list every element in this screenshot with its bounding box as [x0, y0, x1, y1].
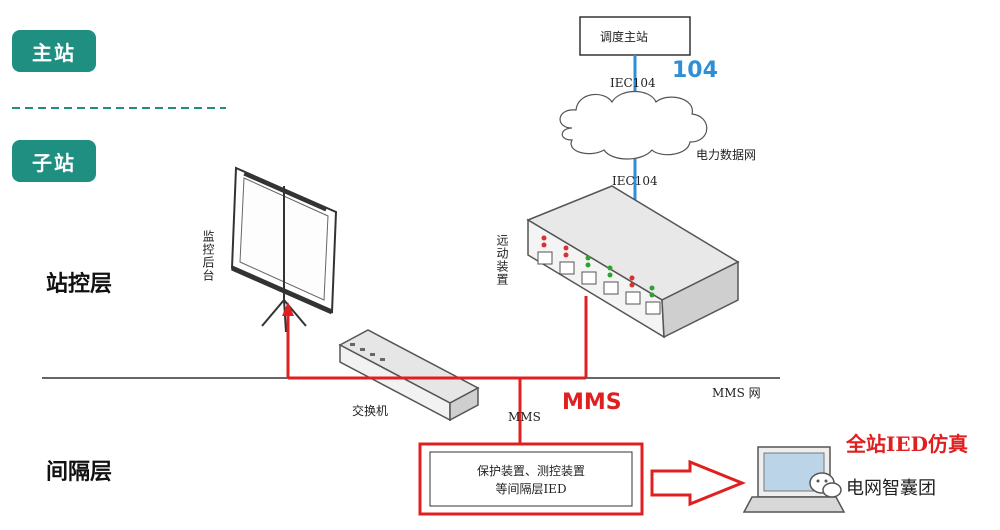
cloud-icon: [559, 90, 708, 160]
telecontrol-device: [526, 185, 740, 339]
full-station-sim-label: 全站IED仿真: [846, 432, 968, 456]
master-station-badge: 主站: [12, 30, 96, 72]
dispatch-master-label: 调度主站: [600, 30, 649, 44]
switch-device: [338, 329, 480, 422]
bay-box-line1: 保护装置、测控装置: [476, 464, 585, 478]
iec104-bottom-label: IEC104: [612, 174, 658, 188]
watermark-label: 电网智囊团: [846, 478, 936, 499]
red-connections: [286, 296, 588, 444]
monitor-screen: [230, 166, 338, 333]
monitor-backend-label: 监控后台: [201, 230, 215, 282]
up-arrow-icon: [282, 302, 294, 316]
bay-box-line2: 等间隔层IED: [495, 482, 567, 496]
mms-small-label: MMS: [508, 410, 541, 424]
bay-device-box-inner: [429, 451, 633, 507]
wechat-icon: [809, 472, 842, 498]
right-arrow-icon: [650, 459, 747, 507]
mms-big-label: MMS: [562, 390, 622, 415]
bay-layer-label: 间隔层: [46, 460, 113, 485]
station-control-layer-label: 站控层: [46, 272, 113, 297]
protocol-104-label: 104: [672, 58, 718, 83]
iec104-top-label: IEC104: [610, 76, 656, 90]
telecontrol-label: 远动装置: [495, 234, 509, 286]
mms-network-label: MMS 网: [712, 386, 761, 400]
dispatch-master-box: [579, 16, 691, 56]
sub-station-badge: 子站: [12, 140, 96, 182]
switch-label: 交换机: [352, 404, 389, 418]
power-network-label: 电力数据网: [696, 148, 757, 162]
